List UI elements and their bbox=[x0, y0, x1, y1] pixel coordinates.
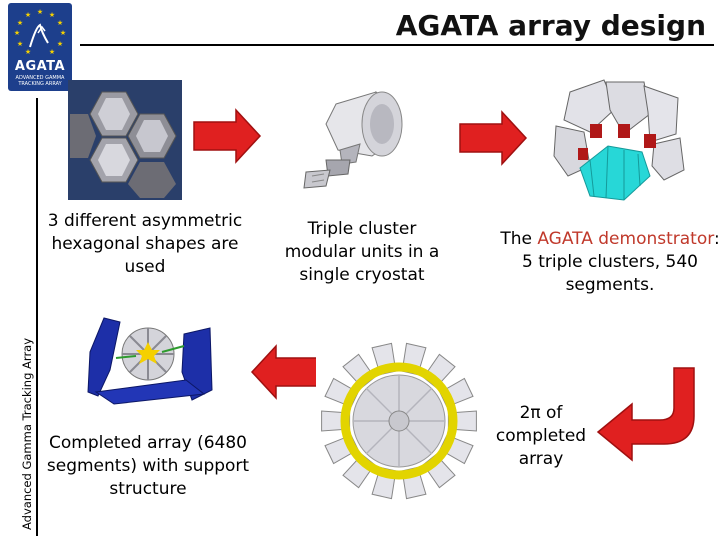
logo-subtitle: ADVANCED GAMMA TRACKING ARRAY bbox=[8, 75, 72, 87]
title-divider bbox=[80, 44, 714, 46]
arrow-left-icon bbox=[250, 344, 319, 400]
demonstrator-highlight-agata: AGATA bbox=[537, 229, 593, 249]
svg-text:★: ★ bbox=[25, 48, 31, 56]
logo-word: AGATA bbox=[14, 59, 66, 74]
triple-cluster-image bbox=[276, 84, 426, 196]
agata-logo: ★ ★ ★ ★ ★ ★ ★ ★ ★ ★ ★ AGATA ADVANCED GAM… bbox=[8, 3, 72, 91]
svg-text:★: ★ bbox=[25, 11, 31, 19]
svg-text:★: ★ bbox=[17, 19, 23, 27]
completed-array-support-image bbox=[86, 312, 214, 406]
logo-sub-line2: TRACKING ARRAY bbox=[18, 81, 62, 87]
two-pi-array-image bbox=[316, 318, 482, 524]
caption-demonstrator: The AGATA demonstrator: 5 triple cluster… bbox=[498, 228, 720, 297]
demonstrator-image bbox=[550, 72, 688, 208]
svg-text:★: ★ bbox=[60, 29, 66, 37]
arrow-right-icon bbox=[459, 110, 528, 166]
svg-text:★: ★ bbox=[37, 8, 43, 16]
demonstrator-prefix: The bbox=[500, 229, 538, 249]
caption-triple-cluster: Triple cluster modular units in a single… bbox=[284, 219, 440, 285]
demonstrator-highlight-demonstrator: demonstrator bbox=[598, 229, 714, 249]
svg-text:★: ★ bbox=[14, 29, 20, 37]
arrow-curved-down-left-icon bbox=[596, 367, 695, 462]
demonstrator-suffix: : 5 triple clusters, 540 segments. bbox=[522, 229, 720, 295]
svg-text:★: ★ bbox=[57, 19, 63, 27]
svg-text:★: ★ bbox=[49, 48, 55, 56]
svg-text:★: ★ bbox=[57, 40, 63, 48]
arrow-right-icon bbox=[193, 108, 262, 164]
eu-stars-icon: ★ ★ ★ ★ ★ ★ ★ ★ ★ ★ ★ bbox=[14, 8, 66, 56]
hexagonal-shapes-image bbox=[68, 80, 182, 200]
page-title: AGATA array design bbox=[395, 9, 706, 42]
logo-sub-line1: ADVANCED GAMMA bbox=[15, 75, 65, 81]
svg-text:★: ★ bbox=[49, 11, 55, 19]
caption-completed-array: Completed array (6480 segments) with sup… bbox=[46, 433, 250, 499]
side-divider bbox=[36, 98, 38, 536]
side-label: Advanced Gamma Tracking Array bbox=[20, 337, 34, 530]
caption-hexagonal: 3 different asymmetric hexagonal shapes … bbox=[47, 211, 243, 277]
caption-two-pi: 2π of completed array bbox=[495, 403, 587, 469]
svg-text:★: ★ bbox=[17, 40, 23, 48]
